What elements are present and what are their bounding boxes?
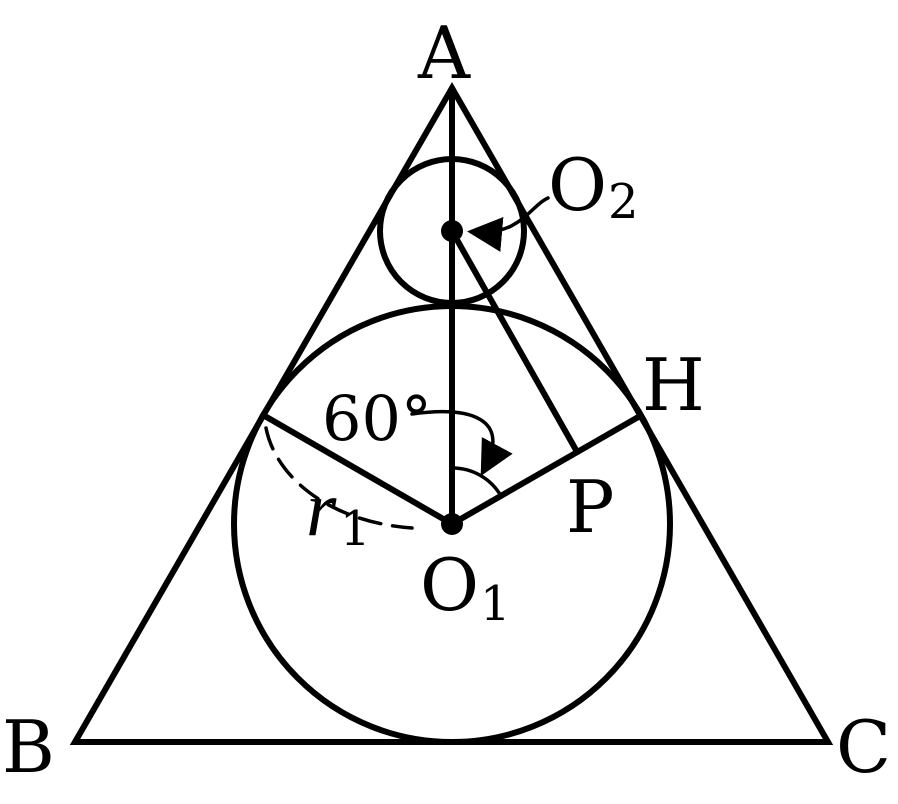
center-o2-dot <box>441 220 463 242</box>
segment-o2-p <box>449 229 579 452</box>
center-o1-dot <box>441 513 463 535</box>
label-c: C <box>836 705 891 789</box>
o2-pointer-arrow <box>467 196 550 252</box>
segment-o1-h <box>450 413 642 527</box>
label-angle-60: 60° <box>322 382 432 455</box>
label-o2-subscript: 2 <box>608 174 639 230</box>
label-o2: O <box>548 143 607 227</box>
label-b: B <box>2 705 55 789</box>
label-o1-subscript: 1 <box>480 576 511 632</box>
angle-arc <box>450 466 503 498</box>
label-p: P <box>566 465 614 549</box>
label-r-subscript: 1 <box>340 501 371 557</box>
label-h: H <box>642 343 705 427</box>
radius-bracket <box>264 426 414 530</box>
label-o1: O <box>420 543 479 627</box>
label-r: r <box>306 465 337 552</box>
radius-r1 <box>261 412 454 527</box>
angle-arrow <box>410 410 513 477</box>
label-a: A <box>417 11 471 95</box>
